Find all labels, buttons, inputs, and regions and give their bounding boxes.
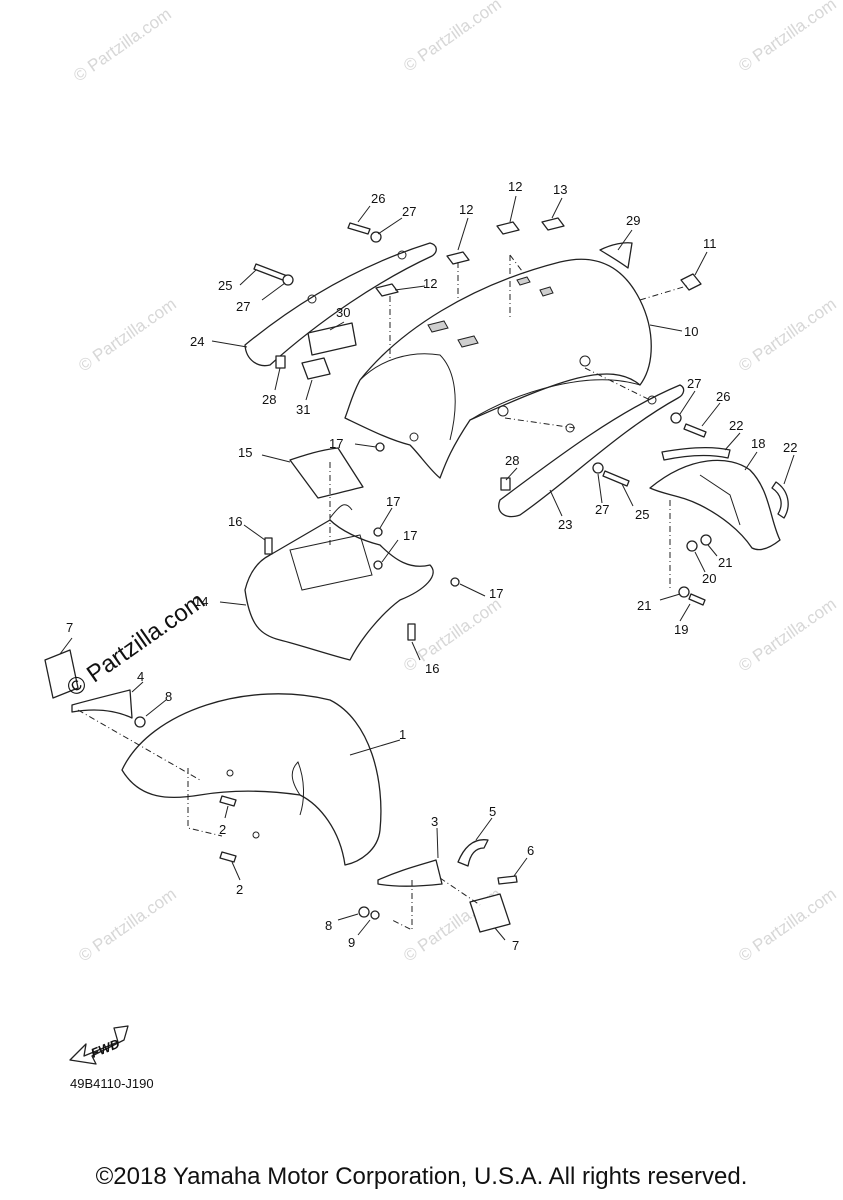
callout-16: 16 bbox=[228, 514, 242, 529]
label-sticker-12 bbox=[496, 221, 520, 235]
nut-20 bbox=[686, 540, 698, 552]
callout-16: 16 bbox=[425, 661, 439, 676]
bolt-26 bbox=[347, 222, 371, 235]
damper-28 bbox=[275, 355, 286, 369]
reflector-22 bbox=[661, 446, 731, 461]
bracket-3 bbox=[377, 859, 443, 887]
bolt-2 bbox=[219, 851, 237, 863]
grommet-11 bbox=[680, 273, 702, 291]
reflector-7-front bbox=[44, 649, 79, 699]
callout-10: 10 bbox=[684, 324, 698, 339]
bolt-2 bbox=[219, 795, 237, 807]
damper-16 bbox=[407, 623, 416, 641]
damper-16 bbox=[264, 537, 273, 555]
bracket-4 bbox=[71, 689, 133, 719]
washer-9 bbox=[370, 910, 380, 920]
diagram-code: 49B4110-J190 bbox=[70, 1076, 154, 1091]
callout-27: 27 bbox=[402, 204, 416, 219]
callout-11: 11 bbox=[703, 236, 717, 251]
callout-2: 2 bbox=[219, 822, 226, 837]
callout-25: 25 bbox=[635, 507, 649, 522]
callout-5: 5 bbox=[489, 804, 496, 819]
washer-21 bbox=[700, 534, 712, 546]
screw-17 bbox=[450, 577, 460, 587]
washer-27 bbox=[370, 231, 382, 243]
callout-18: 18 bbox=[751, 436, 765, 451]
reflector-22 bbox=[771, 481, 789, 519]
callout-24: 24 bbox=[190, 334, 204, 349]
nut-8 bbox=[134, 716, 146, 728]
callout-25: 25 bbox=[218, 278, 232, 293]
callout-20: 20 bbox=[702, 571, 716, 586]
nut-8 bbox=[358, 906, 370, 918]
callout-21: 21 bbox=[718, 555, 732, 570]
mudguard-plate-15 bbox=[289, 447, 364, 499]
label-sticker-13 bbox=[541, 217, 565, 231]
callout-17: 17 bbox=[386, 494, 400, 509]
fwd-arrow-icon: FWD bbox=[69, 1025, 129, 1065]
callout-22: 22 bbox=[729, 418, 743, 433]
callout-26: 26 bbox=[716, 389, 730, 404]
callout-17: 17 bbox=[489, 586, 503, 601]
callout-4: 4 bbox=[137, 669, 144, 684]
bolt-26 bbox=[683, 423, 707, 438]
callout-14: 14 bbox=[194, 594, 208, 609]
fwd-label: FWD bbox=[89, 1036, 123, 1061]
grab-rail-left-part bbox=[244, 242, 437, 367]
reflector-7-rear bbox=[469, 893, 511, 933]
callout-1: 1 bbox=[399, 727, 406, 742]
bolt-19 bbox=[688, 593, 706, 606]
callout-6: 6 bbox=[527, 843, 534, 858]
callout-27: 27 bbox=[236, 299, 250, 314]
callout-22: 22 bbox=[783, 440, 797, 455]
callout-31: 31 bbox=[296, 402, 310, 417]
callout-23: 23 bbox=[558, 517, 572, 532]
callout-3: 3 bbox=[431, 814, 438, 829]
screw-17 bbox=[375, 442, 385, 452]
callout-7: 7 bbox=[512, 938, 519, 953]
callout-12: 12 bbox=[423, 276, 437, 291]
callout-8: 8 bbox=[325, 918, 332, 933]
label-sticker-31 bbox=[301, 357, 331, 380]
part-29-cover bbox=[599, 242, 633, 269]
washer-27 bbox=[670, 412, 682, 424]
label-sticker-12 bbox=[446, 251, 470, 265]
leader-lines bbox=[59, 195, 795, 941]
callout-15: 15 bbox=[238, 445, 252, 460]
callout-12: 12 bbox=[508, 179, 522, 194]
rear-fender-part bbox=[344, 258, 652, 479]
bolt-25 bbox=[602, 470, 630, 487]
callout-13: 13 bbox=[553, 182, 567, 197]
label-sticker-12 bbox=[375, 283, 399, 297]
license-bracket-part bbox=[649, 459, 781, 551]
bolt-6 bbox=[497, 875, 518, 885]
callout-26: 26 bbox=[371, 191, 385, 206]
callout-27: 27 bbox=[687, 376, 701, 391]
callout-30: 30 bbox=[336, 305, 350, 320]
washer-21 bbox=[678, 586, 690, 598]
damper-28 bbox=[500, 477, 511, 491]
screw-17 bbox=[373, 560, 383, 570]
front-fender-part bbox=[121, 693, 382, 866]
screw-17 bbox=[373, 527, 383, 537]
grab-rail-right-part bbox=[498, 384, 685, 518]
callout-17: 17 bbox=[403, 528, 417, 543]
callout-29: 29 bbox=[626, 213, 640, 228]
callout-19: 19 bbox=[674, 622, 688, 637]
callout-12: 12 bbox=[459, 202, 473, 217]
callout-28: 28 bbox=[505, 453, 519, 468]
callout-27: 27 bbox=[595, 502, 609, 517]
bracket-5 bbox=[457, 839, 489, 867]
washer-27 bbox=[282, 274, 294, 286]
callout-8: 8 bbox=[165, 689, 172, 704]
callout-7: 7 bbox=[66, 620, 73, 635]
callout-17: 17 bbox=[329, 436, 343, 451]
callout-9: 9 bbox=[348, 935, 355, 950]
callout-2: 2 bbox=[236, 882, 243, 897]
callout-28: 28 bbox=[262, 392, 276, 407]
washer-27 bbox=[592, 462, 604, 474]
copyright-notice: ©2018 Yamaha Motor Corporation, U.S.A. A… bbox=[95, 1163, 748, 1190]
callout-21: 21 bbox=[637, 598, 651, 613]
